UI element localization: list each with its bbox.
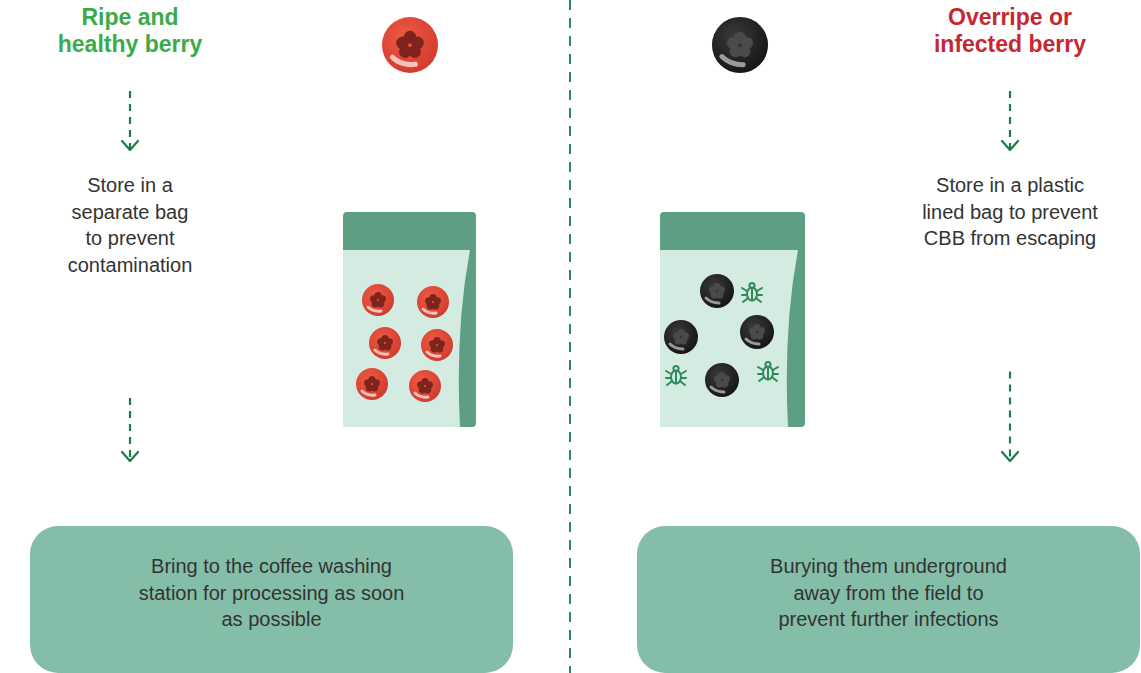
divider-line	[569, 0, 571, 673]
dashed-connector	[129, 91, 131, 150]
bag-front-panel	[343, 250, 470, 427]
heading-text: Ripe and healthy berry	[50, 4, 210, 58]
borer-beetle-icon	[742, 283, 762, 302]
flow-arrow	[1002, 91, 1018, 150]
ripe-berry	[417, 286, 449, 318]
dashed-connector	[1009, 372, 1011, 462]
infected-berry	[740, 315, 774, 349]
box-text: Bring to the coffee washing station for …	[134, 553, 409, 633]
dashed-connector	[129, 398, 131, 461]
arrow-head	[1002, 452, 1018, 461]
borer-beetle-icon	[666, 366, 686, 385]
flow-arrow	[122, 91, 138, 150]
borer-beetle-icon	[758, 362, 778, 381]
process-box: Bring to the coffee washing station for …	[30, 526, 513, 673]
ripe-berry	[356, 368, 388, 400]
step-text: Store in a plastic lined bag to prevent …	[922, 172, 1098, 252]
heading-text: Overripe or infected berry	[925, 4, 1095, 58]
arrow-head	[1002, 141, 1018, 150]
heading-text-node: Ripe and healthy berry	[50, 4, 210, 58]
ripe-berry	[369, 327, 401, 359]
infected-berry	[664, 320, 698, 354]
arrow-head	[122, 452, 138, 461]
bag-front-panel	[660, 250, 798, 427]
ripe-berry	[409, 370, 441, 402]
box-text: Burying them underground away from the f…	[760, 553, 1018, 633]
infected-berry	[700, 274, 734, 308]
step-text-node: Store in a plastic lined bag to prevent …	[922, 172, 1098, 252]
overripe-berry-icon	[712, 17, 768, 73]
ripe-berry	[362, 284, 394, 316]
step-text: Store in a separate bag to prevent conta…	[66, 172, 194, 278]
flow-arrow	[122, 398, 138, 461]
bag-body	[660, 212, 805, 427]
ripe-berry-icon	[382, 17, 438, 73]
arrow-head	[122, 141, 138, 150]
bag-body	[343, 212, 476, 427]
process-box: Burying them underground away from the f…	[637, 526, 1140, 673]
heading-text-node: Overripe or infected berry	[925, 4, 1095, 58]
flow-arrow	[1002, 372, 1018, 462]
infected-berry	[705, 363, 739, 397]
ripe-berry	[421, 329, 453, 361]
dashed-connector	[1009, 91, 1011, 150]
step-text-node: Store in a separate bag to prevent conta…	[66, 172, 194, 278]
